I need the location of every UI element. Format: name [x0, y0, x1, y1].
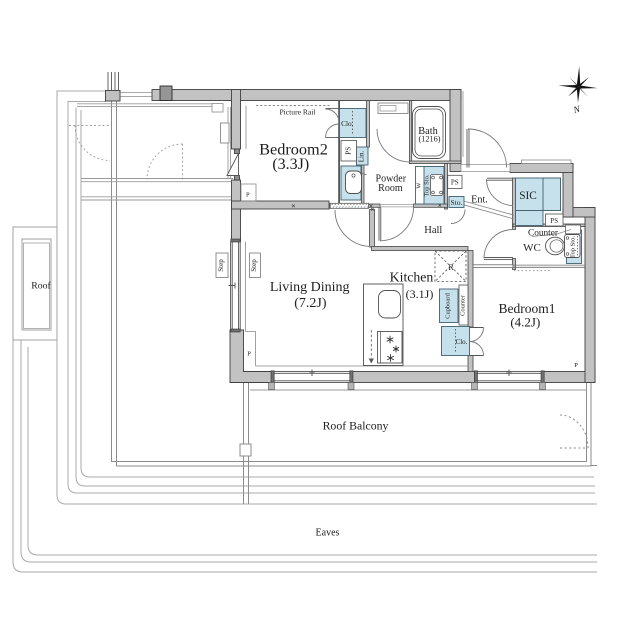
svg-text:Powder: Powder — [376, 173, 407, 184]
svg-text:PS: PS — [345, 147, 353, 155]
svg-text:Picture Rail: Picture Rail — [279, 107, 315, 116]
svg-text:N: N — [572, 105, 582, 117]
svg-text:Sto.: Sto. — [451, 198, 463, 207]
svg-text:P: P — [246, 192, 250, 199]
svg-text:(7.2J): (7.2J) — [294, 296, 327, 311]
svg-text:Living Dining: Living Dining — [270, 280, 350, 295]
svg-text:Clo.: Clo. — [456, 338, 468, 346]
svg-text:Bath: Bath — [418, 126, 438, 137]
svg-text:(3.1J): (3.1J) — [406, 287, 434, 301]
svg-text:Eaves: Eaves — [316, 528, 340, 539]
svg-text:(1216): (1216) — [418, 135, 440, 144]
svg-text:PS: PS — [451, 179, 459, 187]
svg-text:PS: PS — [550, 217, 558, 225]
svg-text:(3.3J): (3.3J) — [272, 156, 309, 173]
svg-text:W: W — [416, 182, 423, 189]
svg-text:Step: Step — [217, 259, 225, 272]
svg-text:Cupboard: Cupboard — [445, 292, 452, 318]
svg-text:R: R — [448, 263, 454, 272]
svg-text:WC: WC — [523, 242, 541, 254]
svg-text:Bedroom2: Bedroom2 — [259, 140, 328, 159]
svg-text:SIC: SIC — [519, 190, 537, 202]
svg-text:(4.2J): (4.2J) — [510, 314, 540, 329]
svg-text:Bedroom1: Bedroom1 — [499, 301, 556, 316]
svg-text:Counter: Counter — [460, 294, 467, 316]
svg-text:Top Sto.: Top Sto. — [424, 174, 431, 196]
svg-text:Roof Balcony: Roof Balcony — [323, 419, 389, 433]
svg-text:Counter: Counter — [528, 229, 559, 239]
svg-text:Lin.: Lin. — [358, 151, 366, 163]
svg-text:Top Sto.: Top Sto. — [570, 236, 577, 258]
svg-text:P: P — [247, 351, 251, 358]
svg-text:Room: Room — [378, 183, 403, 194]
svg-text:P: P — [574, 362, 578, 369]
svg-text:Step: Step — [250, 259, 258, 272]
svg-text:Ent.: Ent. — [471, 195, 488, 206]
svg-text:Hall: Hall — [424, 225, 442, 236]
svg-text:Kitchen: Kitchen — [390, 270, 434, 285]
svg-text:Clo.: Clo. — [341, 119, 354, 128]
svg-text:Roof: Roof — [31, 281, 51, 292]
